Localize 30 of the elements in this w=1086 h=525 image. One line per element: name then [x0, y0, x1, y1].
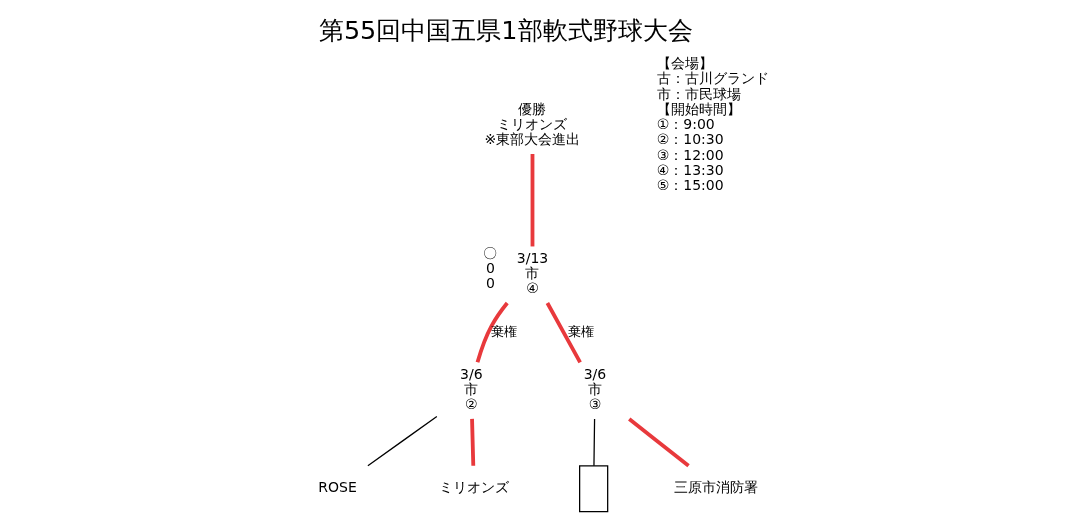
connector [545, 302, 582, 364]
node-text: 三原市消防署 [674, 479, 758, 496]
edge-label: 棄権 [567, 323, 594, 339]
label: 古：古川グランド [656, 70, 769, 87]
label: 市：市民球場 [656, 85, 741, 102]
connector [628, 417, 690, 468]
connector [593, 418, 596, 467]
label: ④：13:30 [656, 161, 724, 178]
label: ③：12:00 [656, 146, 724, 163]
node-text: 優勝 ミリオンズ ※東部大会進出 [484, 100, 581, 148]
label: 【開始時間】 [656, 100, 741, 117]
node-text: ミリオンズ [438, 479, 509, 496]
diagram-title: 第55回中国五県1部軟式野球大会 [318, 14, 693, 45]
connector [470, 418, 476, 466]
node-label: 〇 [483, 244, 498, 261]
node-text: 3/13 市 ④ [516, 249, 549, 297]
connector [530, 154, 535, 247]
node-text: ROSE [318, 479, 357, 496]
label: 【会場】 [656, 54, 713, 71]
connector [475, 301, 509, 363]
node-box [579, 465, 609, 513]
node-text: 3/6 市 ③ [583, 365, 607, 413]
node-text: 3/6 市 ② [460, 365, 483, 413]
node-label: 0 [485, 260, 495, 277]
label: ⑤：15:00 [656, 177, 724, 194]
edge-label: 棄権 [491, 323, 518, 339]
connector [367, 415, 438, 467]
node-label: 0 [485, 275, 495, 292]
label: ②：10:30 [656, 131, 724, 148]
label: ①：9:00 [656, 116, 715, 133]
